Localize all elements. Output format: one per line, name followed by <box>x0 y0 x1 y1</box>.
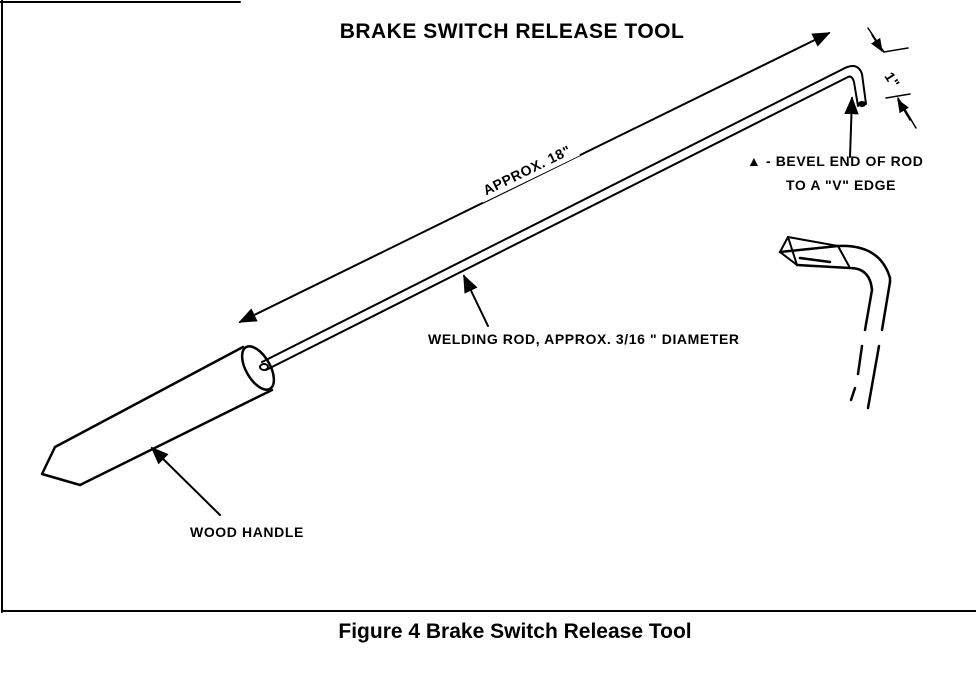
handle-leader-arrow <box>150 446 221 516</box>
bevel-label-line2: TO A "V" EDGE <box>786 177 896 193</box>
hook-dimension <box>867 27 917 129</box>
figure-frame <box>0 0 976 613</box>
handle-label: WOOD HANDLE <box>190 524 304 540</box>
length-label-backdrop <box>473 135 580 203</box>
figure-caption: Figure 4 Brake Switch Release Tool <box>338 620 691 643</box>
bevel-label-line1: ▲ - BEVEL END OF ROD <box>747 153 924 169</box>
length-label: APPROX. 18" <box>480 142 573 198</box>
diagram-title: BRAKE SWITCH RELEASE TOOL <box>340 20 685 43</box>
bevel-detail <box>778 236 892 410</box>
wood-handle <box>40 345 276 487</box>
rod-label: WELDING ROD, APPROX. 3/16 " DIAMETER <box>428 331 740 347</box>
length-dimension-arrow <box>238 32 831 323</box>
bevel-leader-arrow <box>844 96 859 158</box>
hook-length-label: 1" <box>881 69 903 91</box>
welding-rod <box>261 65 867 371</box>
rod-leader-arrow <box>463 274 489 327</box>
